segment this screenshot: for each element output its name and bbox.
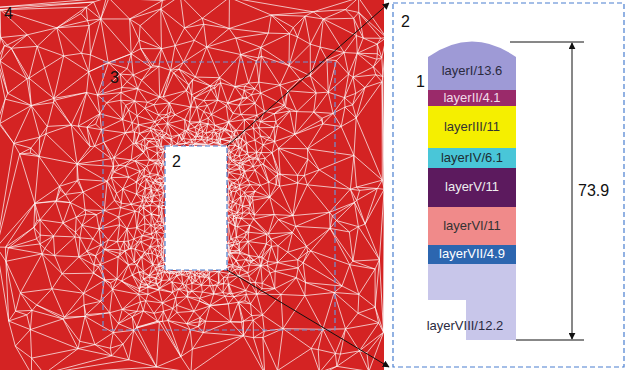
refined-zone-frame	[103, 62, 335, 330]
rock-layer: layerI/13.6	[428, 40, 516, 90]
dimension-value: 73.9	[578, 183, 609, 199]
excavation-zone	[165, 146, 227, 270]
zoom-leader	[227, 270, 389, 367]
callout-number: 1	[416, 74, 425, 90]
layer-label: layerVIII/12.2	[427, 319, 504, 333]
rock-layer: layerV/11	[428, 168, 516, 207]
zoom-panel	[393, 3, 624, 367]
layer-label: layerVII/4.9	[439, 247, 505, 261]
dimension-tick	[516, 340, 584, 341]
finite-element-mesh	[0, 0, 384, 370]
mesh-lines	[0, 0, 384, 370]
layer-label: layerVI/11	[443, 219, 501, 233]
rock-layer: layerII/4.1	[428, 90, 516, 106]
callout-number: 2	[172, 154, 181, 170]
rock-layer: layerVII/4.9	[428, 245, 516, 264]
zoom-leader	[227, 3, 389, 146]
layer-shape	[428, 42, 516, 91]
layer-label: layerII/4.1	[443, 91, 500, 105]
dimension-line	[572, 43, 573, 339]
layer-label: layerV/11	[445, 180, 499, 194]
rock-layer: layerIII/11	[428, 106, 516, 148]
rock-layer: layerIV/6.1	[428, 148, 516, 168]
callout-number: 2	[401, 14, 410, 30]
rock-layer: layerVI/11	[428, 207, 516, 245]
layer-label: layerIV/6.1	[441, 151, 503, 165]
rock-layer: layerVIII/12.2	[414, 264, 516, 340]
dimension-tick	[510, 42, 584, 43]
layer-label: layerIII/11	[444, 120, 500, 134]
callout-number: 3	[110, 70, 119, 86]
callout-number: 4	[4, 6, 13, 22]
layer-label: layerI/13.6	[442, 64, 503, 78]
